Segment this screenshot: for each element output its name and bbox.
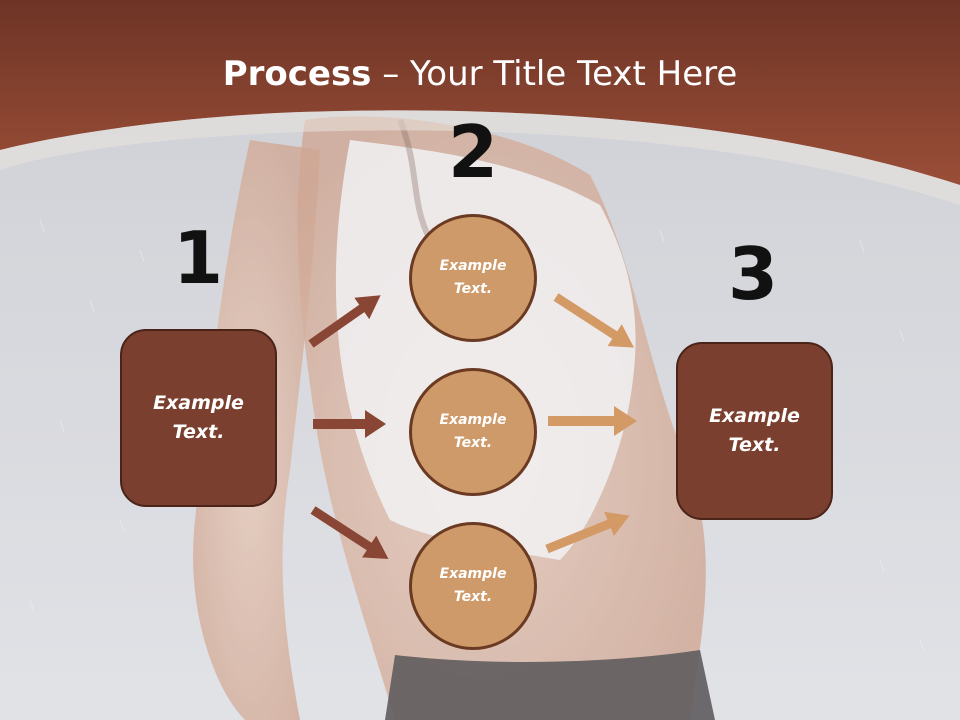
arrow-middle-to-right bbox=[548, 406, 637, 436]
right-box-text: Example Text. bbox=[709, 405, 800, 456]
title-rest: – Your Title Text Here bbox=[371, 54, 738, 94]
title-bold: Process bbox=[222, 54, 372, 94]
arrow-bottom-to-right bbox=[545, 511, 630, 554]
step-number-1: 1 bbox=[172, 216, 224, 300]
circle-middle-text: Example Text. bbox=[439, 412, 507, 451]
arrow-left-to-top bbox=[308, 295, 381, 348]
circle-top-text: Example Text. bbox=[439, 258, 507, 297]
circle-bottom-text: Example Text. bbox=[439, 566, 507, 605]
circle-top: Example Text. bbox=[409, 214, 537, 342]
step-number-2: 2 bbox=[447, 110, 499, 194]
slide-title: Process – Your Title Text Here bbox=[0, 52, 960, 96]
arrow-top-to-right bbox=[553, 293, 634, 348]
step-number-3: 3 bbox=[727, 232, 779, 316]
right-box: Example Text. bbox=[676, 342, 833, 520]
arrow-left-to-bottom bbox=[310, 506, 389, 560]
left-box-text: Example Text. bbox=[153, 392, 244, 443]
arrow-left-to-middle bbox=[313, 410, 386, 438]
left-box: Example Text. bbox=[120, 329, 277, 507]
circle-bottom: Example Text. bbox=[409, 522, 537, 650]
circle-middle: Example Text. bbox=[409, 368, 537, 496]
